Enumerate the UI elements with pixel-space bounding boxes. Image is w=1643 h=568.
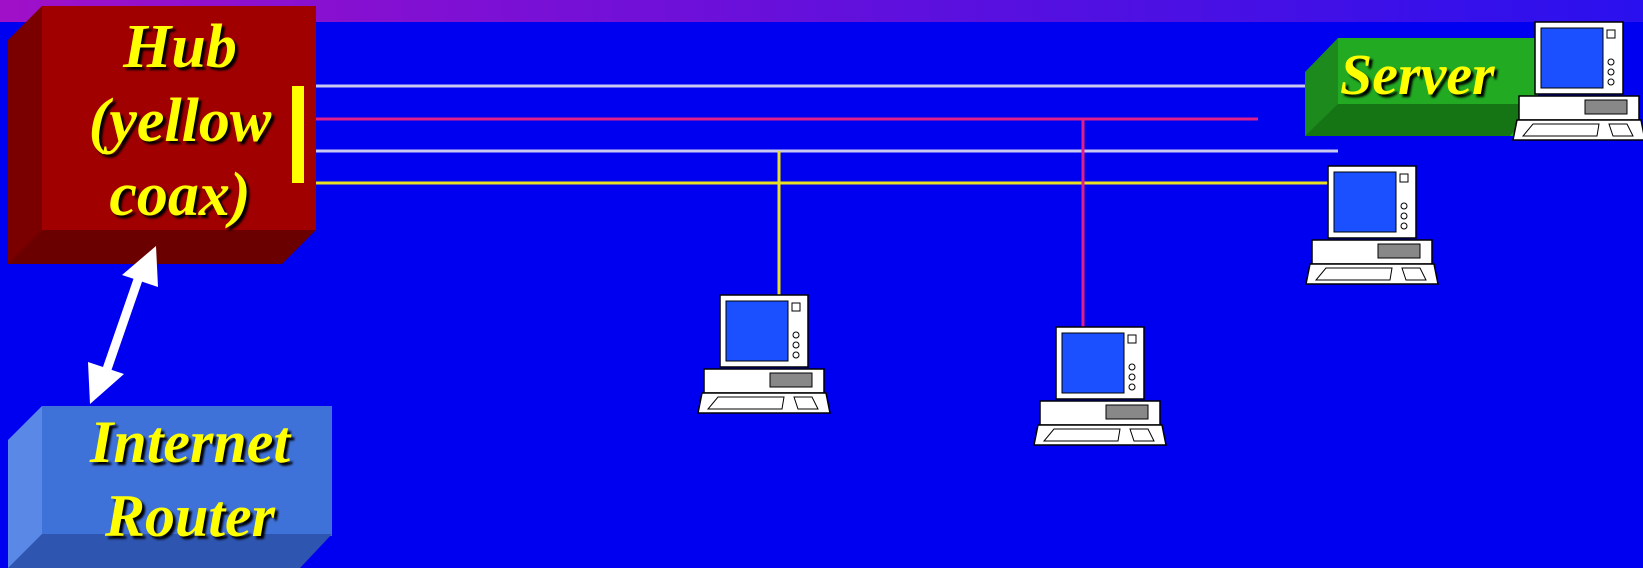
- double-arrow-icon: [88, 246, 158, 404]
- top-gradient-band: [0, 0, 1643, 22]
- hub-label: Hub (yellow coax): [88, 13, 272, 229]
- server-block: [1305, 38, 1538, 136]
- router-block: [8, 406, 332, 568]
- desktop-computer-icon-middle: [1033, 326, 1167, 446]
- hub-port-yellow: [292, 86, 304, 183]
- cables: [315, 84, 1338, 328]
- server-label: Server: [1340, 42, 1495, 107]
- router-label: Internet Router: [89, 409, 291, 549]
- desktop-computer-icon-left: [697, 294, 831, 414]
- hub-block: [8, 6, 316, 264]
